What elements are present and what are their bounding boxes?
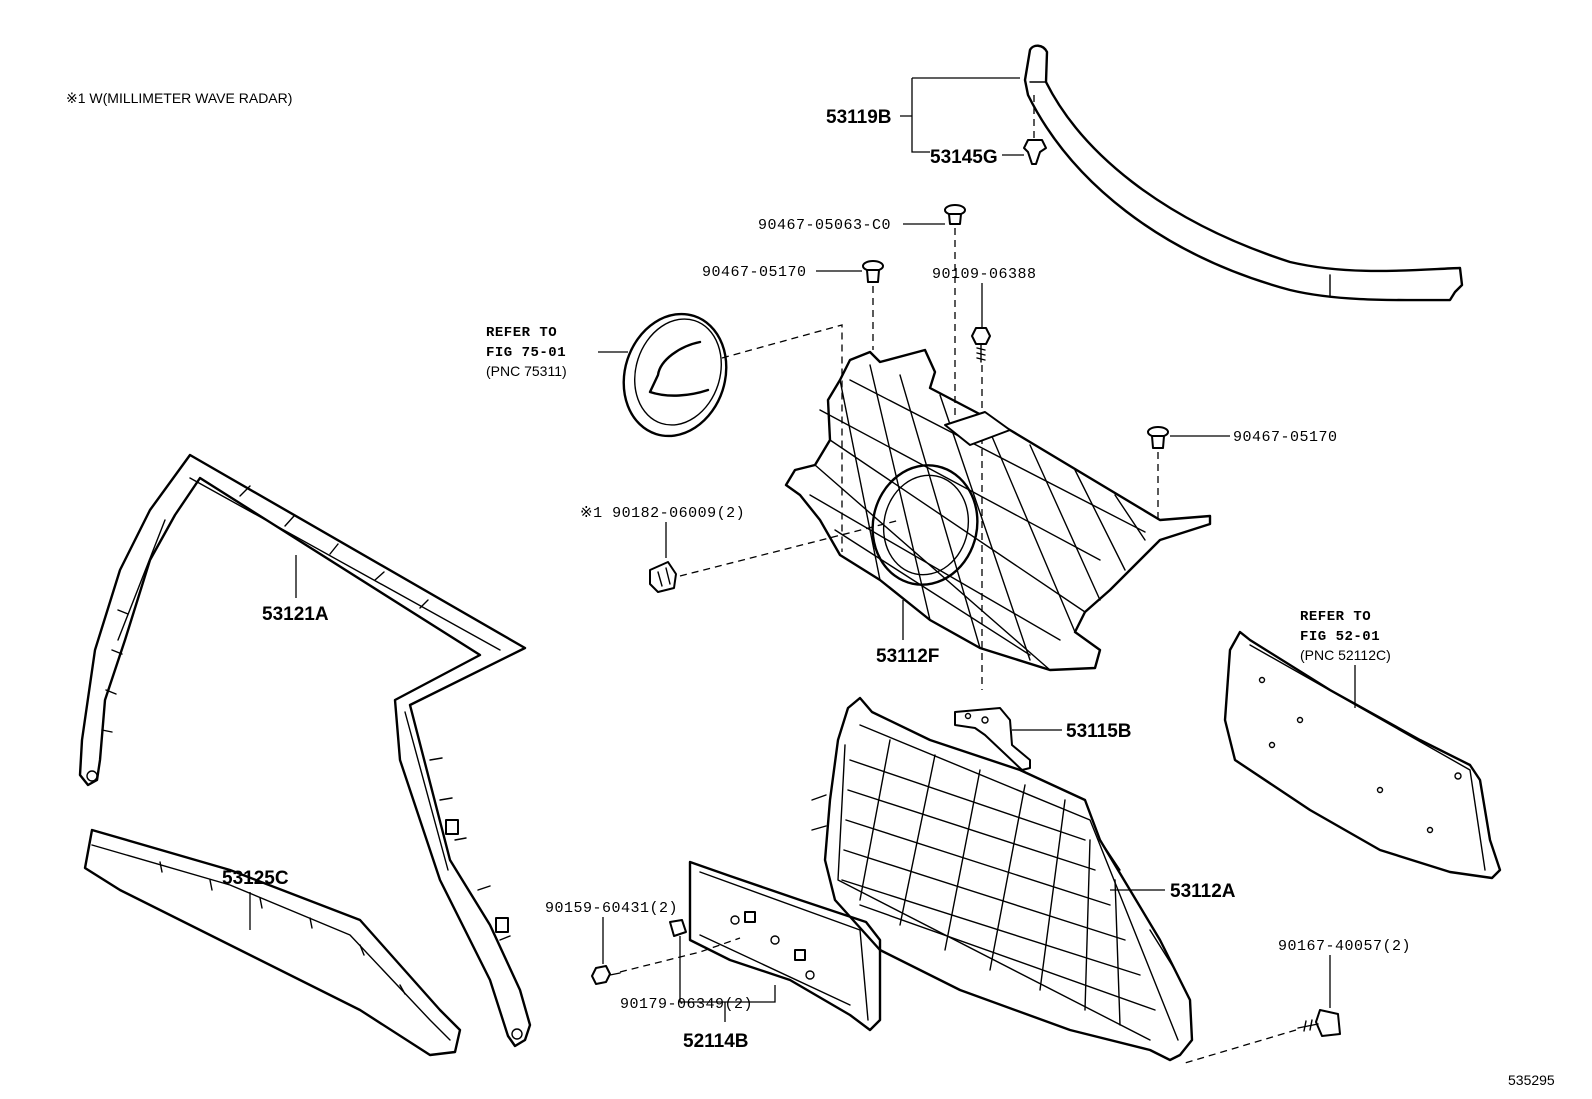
figure-number: 535295 [1508,1072,1555,1088]
bolt-90109-06388 [971,327,991,363]
label-90467-05170-right: 90467-05170 [1233,429,1338,446]
bracket-52114B [688,860,882,1032]
radar-note: ※1 W(MILLIMETER WAVE RADAR) [66,90,292,106]
lower-molding-53125C [83,828,462,1057]
label-90159-60431: 90159-60431(2) [545,900,678,917]
bracket-53115B [954,707,1031,771]
label-53119B: 53119B [826,107,892,128]
label-53121A: 53121A [262,604,329,625]
clip-53145G [1023,139,1047,165]
label-53112A: 53112A [1170,881,1236,902]
screw-90467-05170-right [1147,426,1169,449]
lower-grille-53112A [811,696,1194,1062]
plate-refer-line2: FIG 52-01 [1300,629,1380,645]
emblem-refer-line3: (PNC 75311) [486,363,567,379]
screw-90167-40057 [1297,1009,1341,1037]
label-53115B: 53115B [1066,721,1132,742]
license-plate-panel [1223,630,1502,880]
inner-grille-53112F [784,348,1212,672]
emblem [622,312,728,438]
label-53112F: 53112F [876,646,939,667]
label-90109-06388: 90109-06388 [932,266,1037,283]
plate-refer-line3: (PNC 52112C) [1300,647,1391,663]
clip-90182-06009 [649,561,677,593]
emblem-refer-line1: REFER TO [486,325,557,341]
nut-90179-06349 [669,919,687,937]
label-53125C: 53125C [222,868,289,889]
plate-refer-line1: REFER TO [1300,609,1371,625]
upper-molding-53119B [1023,44,1464,302]
label-90182-06009: ※1 90182-06009(2) [580,505,745,522]
label-90467-05170-top: 90467-05170 [702,264,807,281]
screw-90467-05170-top [862,260,884,283]
frame-molding-53121A [78,453,532,1048]
label-90167-40057: 90167-40057(2) [1278,938,1411,955]
label-53145G: 53145G [930,147,998,168]
label-52114B: 52114B [683,1031,749,1052]
bolt-90159-60431 [591,965,621,985]
label-90179-06349: 90179-06349(2) [620,996,753,1013]
screw-90467-05063 [944,204,966,225]
label-90467-05063-C0: 90467-05063-C0 [758,217,891,234]
emblem-refer-line2: FIG 75-01 [486,345,566,361]
